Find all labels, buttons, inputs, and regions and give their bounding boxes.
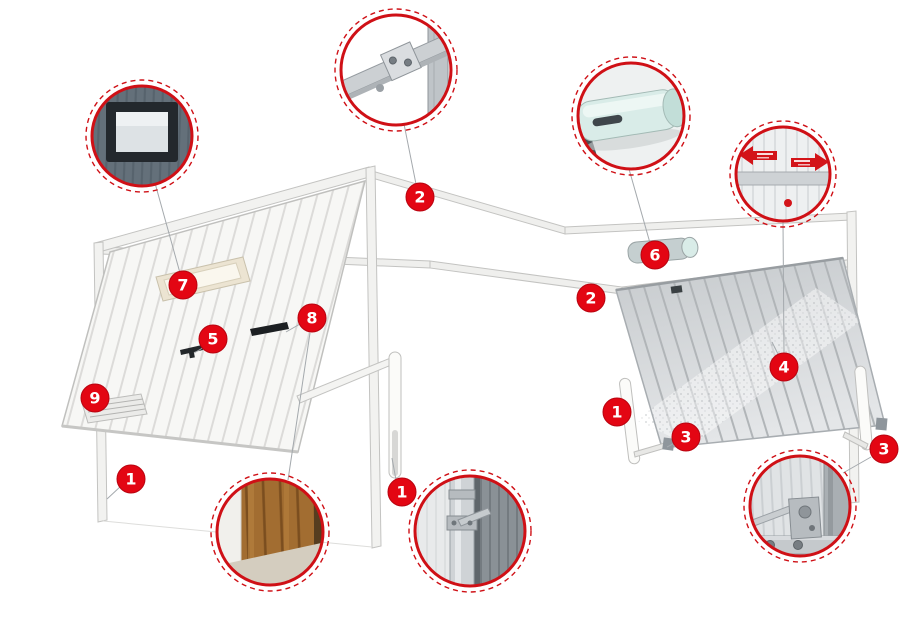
badge-label: 7 xyxy=(177,276,188,295)
badge-label: 8 xyxy=(306,309,317,328)
door-handle xyxy=(180,345,203,359)
inset-opener-motor-detail xyxy=(571,56,691,176)
badge-3-left-bracket: 3 xyxy=(671,422,701,452)
callout-connector-lines xyxy=(106,123,872,500)
dark-edge xyxy=(314,479,323,585)
badge-4-panel: 4 xyxy=(769,352,799,382)
badge-label: 1 xyxy=(396,483,407,502)
badge-label: 2 xyxy=(585,289,596,308)
red-marker-dot xyxy=(784,199,792,207)
badge-5-handle: 5 xyxy=(198,324,228,354)
left-door-panel xyxy=(61,179,367,454)
badge-label: 3 xyxy=(680,428,691,447)
bolt-icon xyxy=(451,520,457,526)
inset-corner-bracket-detail xyxy=(743,449,857,563)
badge-1-left-frame: 1 xyxy=(116,464,146,494)
bolt-icon xyxy=(467,520,473,526)
badge-1-side-lock: 1 xyxy=(387,477,417,507)
opener-slot xyxy=(592,114,623,127)
bolt-icon xyxy=(793,540,803,550)
bolt-icon xyxy=(403,58,412,67)
badge-9-vent: 9 xyxy=(80,383,110,413)
right-door-lock xyxy=(670,285,683,294)
guide-bar xyxy=(736,171,830,186)
right-door-panel xyxy=(615,256,886,449)
corner-bracket-left xyxy=(662,437,675,451)
badge-6-opener: 6 xyxy=(640,240,670,270)
track-bracket xyxy=(379,41,422,82)
lock-bracket-top xyxy=(448,489,476,500)
badge-8-lock-hinge: 8 xyxy=(297,303,327,333)
inset-window-detail xyxy=(85,79,199,193)
badge-3-right-bracket: 3 xyxy=(869,434,899,464)
left-door-assembly xyxy=(61,165,566,549)
badge-label: 3 xyxy=(878,440,889,459)
corner-bracket-right xyxy=(875,417,888,431)
roller-icon xyxy=(798,505,812,519)
badge-label: 1 xyxy=(611,403,622,422)
badge-label: 5 xyxy=(207,330,218,349)
lock-lever xyxy=(457,507,492,527)
lock-hinge-bar xyxy=(250,322,289,336)
right-door-assembly xyxy=(429,210,888,504)
badge-label: 6 xyxy=(649,246,660,265)
inset-track-bracket-detail xyxy=(334,8,458,132)
inset-panel-arrows-detail xyxy=(729,120,837,228)
badge-1-right-strut: 1 xyxy=(602,397,632,427)
frame-right-post xyxy=(365,165,382,549)
badge-label: 1 xyxy=(125,470,136,489)
frame-channel xyxy=(427,15,449,119)
badge-2-right-rail: 2 xyxy=(576,283,606,313)
inset-wooden-door-detail xyxy=(210,472,330,592)
badge-2-left-rail: 2 xyxy=(405,182,435,212)
badge-label: 4 xyxy=(778,358,789,377)
badge-7-window: 7 xyxy=(168,270,198,300)
callout-badges: 2 7 5 8 9 1 1 2 xyxy=(80,182,899,507)
bolt-icon xyxy=(388,56,397,65)
bolt-icon xyxy=(809,525,815,531)
badge-label: 2 xyxy=(414,188,425,207)
badge-label: 9 xyxy=(89,389,100,408)
left-arrow-icon xyxy=(739,146,777,165)
right-arrow-icon xyxy=(791,153,829,171)
inset-side-lock-detail xyxy=(408,469,532,593)
